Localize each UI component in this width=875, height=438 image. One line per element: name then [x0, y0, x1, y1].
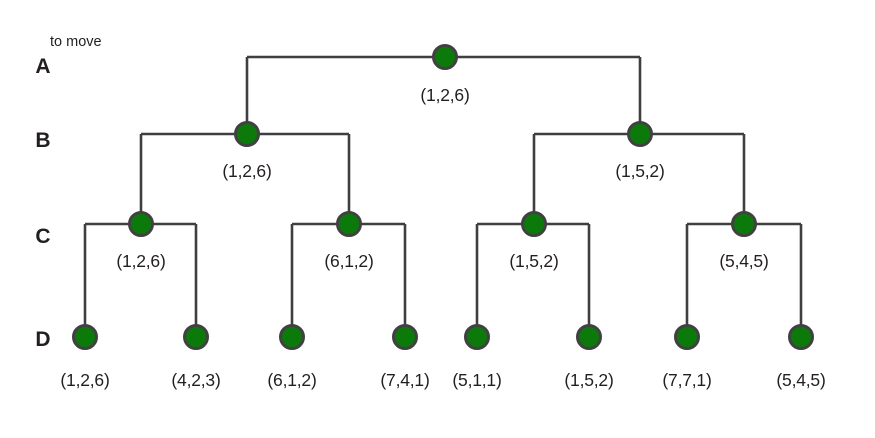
node-payoff-label-d1: (1,2,6): [60, 370, 110, 390]
tree-node-d4[interactable]: [392, 324, 418, 350]
node-payoff-label-c2: (6,1,2): [324, 251, 374, 271]
tree-node-d6[interactable]: [576, 324, 602, 350]
to-move-caption: to move: [50, 34, 102, 50]
tree-node-c1[interactable]: [128, 211, 154, 237]
level-label-b: B: [35, 129, 51, 152]
node-payoff-label-d2: (4,2,3): [171, 370, 221, 390]
tree-node-d7[interactable]: [674, 324, 700, 350]
level-label-d: D: [35, 328, 51, 351]
level-label-a: A: [35, 55, 51, 78]
tree-node-d5[interactable]: [464, 324, 490, 350]
node-payoff-label-d8: (5,4,5): [776, 370, 826, 390]
node-payoff-label-b2: (1,5,2): [615, 161, 665, 181]
node-payoff-label-d4: (7,4,1): [380, 370, 430, 390]
node-payoff-label-a1: (1,2,6): [420, 85, 470, 105]
node-payoff-label-d5: (5,1,1): [452, 370, 502, 390]
node-payoff-label-d3: (6,1,2): [267, 370, 317, 390]
node-payoff-label-b1: (1,2,6): [222, 161, 272, 181]
node-payoff-label-d6: (1,5,2): [564, 370, 614, 390]
level-label-c: C: [35, 225, 51, 248]
tree-node-d2[interactable]: [183, 324, 209, 350]
tree-node-d1[interactable]: [72, 324, 98, 350]
node-payoff-label-c1: (1,2,6): [116, 251, 166, 271]
node-payoff-label-d7: (7,7,1): [662, 370, 712, 390]
tree-node-b2[interactable]: [627, 121, 653, 147]
tree-node-c2[interactable]: [336, 211, 362, 237]
tree-node-c4[interactable]: [731, 211, 757, 237]
node-payoff-label-c3: (1,5,2): [509, 251, 559, 271]
tree-node-d8[interactable]: [788, 324, 814, 350]
tree-node-d3[interactable]: [279, 324, 305, 350]
node-payoff-label-c4: (5,4,5): [719, 251, 769, 271]
tree-node-c3[interactable]: [521, 211, 547, 237]
tree-node-b1[interactable]: [234, 121, 260, 147]
tree-node-a1[interactable]: [432, 44, 458, 70]
